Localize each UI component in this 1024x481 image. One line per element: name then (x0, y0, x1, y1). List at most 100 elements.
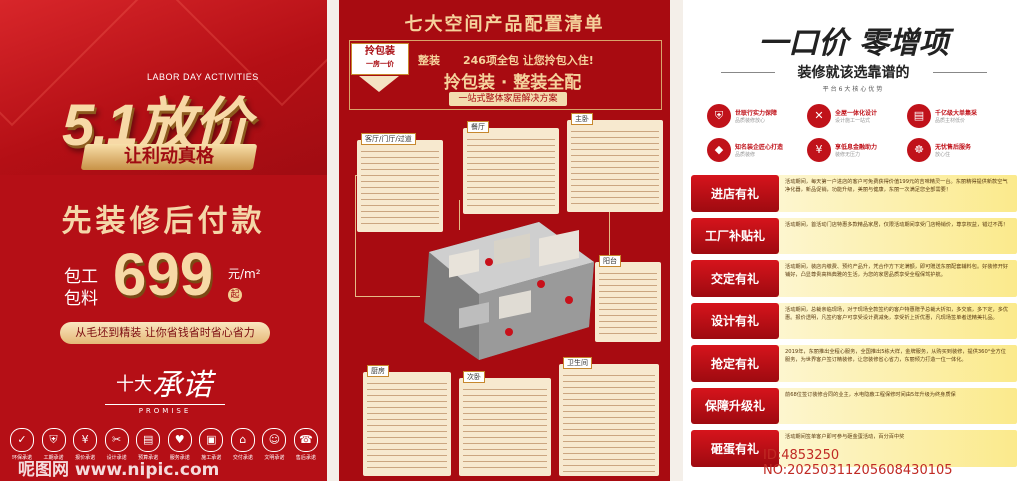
room-card-title: 客厅/门厅/过道 (361, 133, 416, 145)
promise-item: ⛨工期承诺 (40, 428, 68, 461)
room-card-balcony: 阳台 (595, 255, 661, 342)
gift-desc: 活动期间签单客户即可参与砸金蛋活动，百分百中奖 (775, 430, 1017, 467)
promise-label: 施工承诺 (201, 455, 222, 461)
tools-icon: ✂ (104, 428, 129, 452)
handshake-icon: ☸ (907, 138, 931, 162)
room-card-kitchen: 厨房 (363, 365, 451, 476)
item-list (571, 126, 659, 208)
promise-label: 环保承诺 (11, 455, 32, 461)
advantage-item: ⛨ 世联行实力保障品质装修放心 (707, 104, 807, 128)
item-list (463, 384, 547, 472)
promise-item: ♥ 服务承诺 (166, 428, 194, 461)
item-list (563, 370, 655, 472)
advantage-title: 知名装企匠心打造 (735, 144, 784, 151)
room-card-dining: 餐厅 (463, 121, 559, 214)
room-card-title: 阳台 (599, 255, 621, 267)
gift-label: 砸蛋有礼 (691, 430, 779, 467)
gift-label: 进店有礼 (691, 175, 779, 212)
promise-item: ▣ 施工承诺 (197, 428, 225, 461)
after-pay-title: 先装修后付款 (61, 204, 266, 239)
price-unit: 元/m² (228, 267, 261, 281)
gift-desc: 前68位签订装修合同的业主，水电隐蔽工程保修时间由5年升级为终身质保 (775, 387, 1017, 424)
qi-badge: 起 (228, 288, 242, 302)
pack-label-2: 包料 (64, 289, 98, 309)
advantage-title: 世联行实力保障 (735, 110, 778, 117)
divider (721, 72, 775, 73)
slogan-pill: 从毛坯到精装 让你省钱省时省心省力 (60, 322, 270, 344)
gift-row: 活动期间，首活动门店特惠多款精品家居，仅限活动期间享受门店畅销价，尊享权益，错过… (691, 217, 1017, 254)
room-card-title: 厨房 (367, 365, 389, 377)
doc-icon: ▤ (136, 428, 161, 452)
pack-label-1: 包工 (64, 267, 98, 287)
poster-right: 一口价 零增项 装修就该选靠谱的 平台6大核心优势 ⛨世联行实力保障品质装修放心… (683, 0, 1024, 481)
badge-line1: 拎包装 (365, 46, 395, 57)
gift-desc: 活动期间，首活动门店特惠多款精品家居，仅限活动期间享受门店畅销价，尊享权益，错过… (775, 217, 1017, 254)
advantage-desc: 品质装修 (735, 152, 756, 158)
room-card-title: 卫生间 (563, 357, 592, 369)
advantage-title: 无忧售后服务 (935, 144, 972, 151)
item-list (367, 378, 447, 472)
promise-label: 报价承诺 (75, 455, 96, 461)
shield-icon: ⛨ (707, 104, 731, 128)
advantage-desc: 放心住 (935, 152, 951, 158)
advantages-grid: ⛨世联行实力保障品质装修放心✕全屋一体化设计设计施工一站式▤千亿级大单集采品质主… (707, 104, 1007, 162)
home-icon: ⌂ (230, 428, 255, 452)
package-headline: 拎包装 · 整装全配 (444, 73, 582, 93)
badge-line2: 一房一价 (366, 60, 394, 68)
gift-label: 设计有礼 (691, 302, 779, 339)
promise-item: ☺ 文明承诺 (260, 428, 288, 461)
gift-label: 保障升级礼 (691, 387, 779, 424)
promise-item: ✓ 环保承诺 (8, 428, 36, 461)
advantages-caption: 平台6大核心优势 (822, 86, 885, 93)
promise-item: ▤ 预算承诺 (134, 428, 162, 461)
diamond-icon: ◆ (707, 138, 731, 162)
room-card-second: 次卧 (459, 371, 551, 476)
gift-label: 工厂补贴礼 (691, 217, 779, 254)
advantage-desc: 设计施工一站式 (835, 118, 871, 124)
yen-icon: ¥ (807, 138, 831, 162)
ribbon: 让利动真格 (80, 144, 258, 170)
heart-icon: ♥ (167, 428, 192, 452)
room-card-title: 次卧 (463, 371, 485, 383)
promise-label: 售后承诺 (295, 455, 316, 461)
zhuang-label: 整装 (418, 54, 440, 67)
doc-icon: ▤ (907, 104, 931, 128)
fixed-price-title: 一口价 零增项 (758, 26, 949, 61)
promise-label: PROMISE (105, 404, 225, 415)
shield-icon: ⛨ (41, 428, 66, 452)
gift-row: 活动期间签单客户即可参与砸金蛋活动，百分百中奖砸蛋有礼 (691, 430, 1017, 467)
promise-label: 预算承诺 (138, 455, 159, 461)
poster-middle: 七大空间产品配置清单 拎包装 一房一价 整装 246项全包 让您拎包入住! 拎包… (339, 0, 670, 481)
ribbon-text: 让利动真格 (124, 146, 214, 167)
room-card-bathroom: 卫生间 (559, 357, 659, 476)
chengnuo-text: 承诺 (152, 368, 212, 403)
room-card-living: 客厅/门厅/过道 (357, 133, 443, 232)
room-card-title: 主卧 (571, 113, 593, 125)
gift-desc: 活动期间，装店内缴费、预约产品升，凭合作方下定满额，即可赠送东丽配套辅料包。好装… (775, 260, 1017, 297)
gift-desc: 活动期间，总裁亲临现场，对于现场全款签约的客户特惠赠予总裁大折扣，多交底，多下定… (775, 302, 1017, 339)
promise-label: 交付承诺 (232, 455, 253, 461)
gift-row: 活动期间，每天第一户进店的客户可免费获得价值199元的吉味精灵一台。东丽精得提供… (691, 175, 1017, 212)
gift-row: 前68位签订装修合同的业主，水电隐蔽工程保修时间由5年升级为终身质保保障升级礼 (691, 387, 1017, 424)
item-list (599, 268, 657, 338)
promise-label: 服务承诺 (169, 455, 190, 461)
header-frame (349, 40, 662, 110)
gift-desc: 2019年，东丽推出全程心服务，全国推出5栋大样，金牌服务，从购买到装修，提供3… (775, 345, 1017, 382)
poster-left: LABOR DAY ACTIVITIES 5.1放价 让利动真格 先装修后付款 … (0, 0, 327, 481)
headset-icon: ☎ (293, 428, 318, 452)
promise-item: ✂设计承诺 (103, 428, 131, 461)
advantage-desc: 装修无压力 (835, 152, 861, 158)
promise-icons: ✓ 环保承诺 ⛨工期承诺¥ 报价承诺 ✂设计承诺▤ 预算承诺 ♥ 服务承诺 ▣ 施工承诺 ⌂ 交付承诺… (8, 428, 320, 461)
cross-icon: ✕ (807, 104, 831, 128)
yen-icon: ¥ (73, 428, 98, 452)
person-icon: ☺ (262, 428, 287, 452)
promise-item: ⌂ 交付承诺 (229, 428, 257, 461)
advantage-desc: 品质装修放心 (735, 118, 766, 124)
advantage-item: ¥享低息金融助力装修无压力 (807, 138, 907, 162)
connector-line (459, 200, 461, 230)
id-watermark: ID:4853250 NO:20250311205608430105 (763, 448, 953, 478)
gift-rows: 活动期间，每天第一户进店的客户可免费获得价值199元的吉味精灵一台。东丽精得提供… (691, 175, 1017, 473)
promise-label: 文明承诺 (264, 455, 285, 461)
check-icon: ✓ (10, 428, 34, 452)
gift-icon: ▣ (199, 428, 224, 452)
